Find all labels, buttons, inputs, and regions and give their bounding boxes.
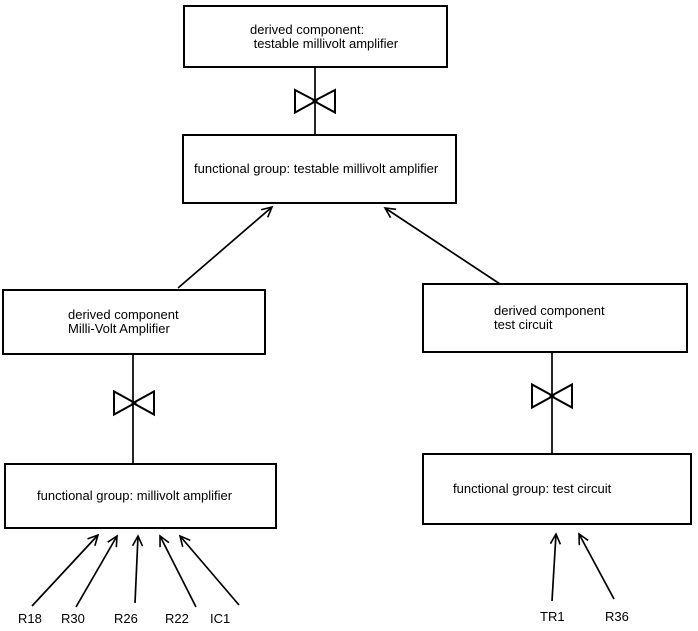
- node-text-line: functional group: test circuit: [453, 481, 612, 496]
- edge-ic1-arrow: [178, 534, 240, 606]
- edge-r30-arrow: [75, 534, 118, 608]
- edge-fg-test-to-derived-test-bowtie: [531, 353, 573, 453]
- leaf-label-tr1: TR1: [540, 609, 565, 624]
- leaf-label-ic1: IC1: [210, 611, 231, 626]
- edge-r22-arrow: [159, 534, 197, 608]
- node-derived-component-test-circuit: derived component test circuit: [422, 283, 688, 353]
- node-derived-component-testable-millivolt-amplifier: derived component: testable millivolt am…: [183, 5, 448, 68]
- edge-derived-millivolt-to-fg-testable-arrow: [177, 205, 274, 289]
- edge-r36-arrow: [578, 532, 615, 600]
- edge-r18-arrow: [31, 533, 100, 607]
- edge-tr1-arrow: [549, 532, 562, 602]
- node-text-line: derived component:: [250, 21, 365, 37]
- node-text-line: derived component: [494, 303, 605, 318]
- node-text-line: Milli-Volt Amplifier: [68, 321, 170, 336]
- node-text-line: derived component: [68, 307, 179, 322]
- edge-fg-millivolt-to-derived-millivolt-bowtie: [113, 355, 155, 463]
- leaf-label-r22: R22: [165, 611, 189, 626]
- node-functional-group-millivolt-amplifier: functional group: millivolt amplifier: [4, 463, 277, 529]
- leaf-label-r30: R30: [61, 611, 85, 626]
- leaf-label-r36: R36: [605, 609, 629, 624]
- node-text-line: functional group: millivolt amplifier: [37, 488, 233, 503]
- edge-derived-test-to-fg-testable-arrow: [383, 207, 501, 285]
- node-derived-component-milli-volt-amplifier: derived component Milli-Volt Amplifier: [2, 289, 266, 355]
- edge-fg-testable-to-derived-testable-bowtie: [294, 68, 336, 134]
- node-functional-group-test-circuit: functional group: test circuit: [422, 453, 692, 525]
- node-text-line: testable millivolt amplifier: [250, 35, 399, 51]
- node-functional-group-testable-millivolt-amplifier: functional group: testable millivolt amp…: [182, 134, 457, 204]
- leaf-label-r26: R26: [114, 611, 138, 626]
- node-text-line: functional group: testable millivolt amp…: [194, 161, 439, 176]
- node-text-line: test circuit: [494, 317, 553, 332]
- edge-r26-arrow: [131, 534, 144, 604]
- leaf-label-r18: R18: [18, 611, 42, 626]
